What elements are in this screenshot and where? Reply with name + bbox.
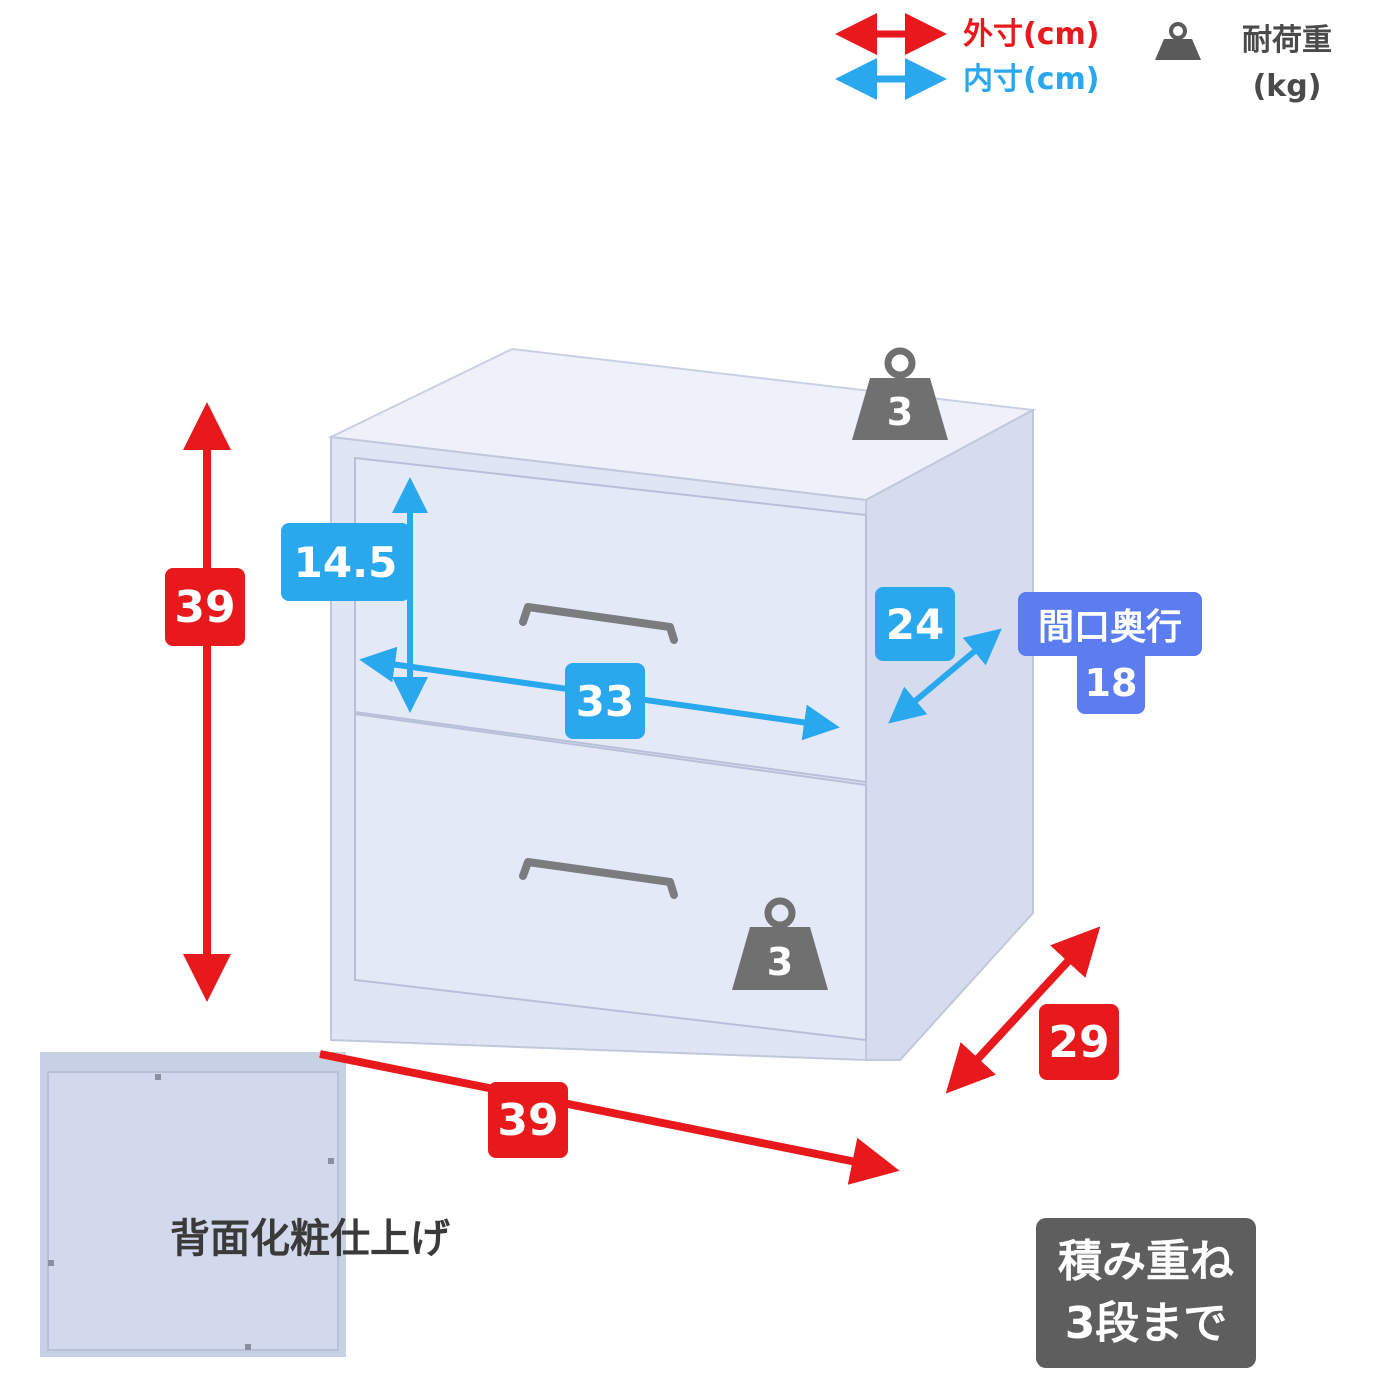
top-weight-icon (852, 347, 948, 440)
drawer-handle-bottom (519, 858, 678, 899)
legend-weight-icon (1155, 22, 1201, 60)
outer-width-badge: 39 (488, 1082, 568, 1158)
stack-note-line2: 3段まで (1064, 1298, 1228, 1349)
back-panel-caption: 背面化粧仕上げ (170, 1216, 450, 1262)
outer-depth-badge: 29 (1039, 1004, 1119, 1080)
stack-note-line1: 積み重ね (1058, 1236, 1234, 1287)
inner-width-badge: 33 (565, 663, 645, 739)
inner-depth-badge: 24 (875, 587, 955, 661)
legend-load-unit: (kg) (1252, 69, 1322, 104)
legend-outer-label: 外寸(cm) (963, 17, 1100, 52)
drawer-handle-top (519, 603, 678, 644)
stack-note-badge: 積み重ね 3段まで (1036, 1218, 1256, 1368)
inner-height-badge: 14.5 (281, 523, 410, 601)
drawer-weight-icon (732, 897, 828, 990)
back-panel-view (40, 1052, 346, 1357)
outer-height-badge: 39 (165, 568, 245, 646)
opening-depth-value: 18 (1077, 652, 1145, 714)
top-load-value: 3 (886, 390, 914, 434)
opening-depth-label: 間口奥行 (1018, 592, 1202, 656)
legend-load-label: 耐荷重 (1242, 23, 1332, 58)
drawer-load-value: 3 (766, 940, 794, 984)
legend-inner-label: 内寸(cm) (963, 62, 1100, 97)
inner-depth-arrow (888, 628, 1002, 724)
outer-width-arrow (319, 1050, 900, 1185)
outer-depth-arrow (945, 926, 1101, 1094)
